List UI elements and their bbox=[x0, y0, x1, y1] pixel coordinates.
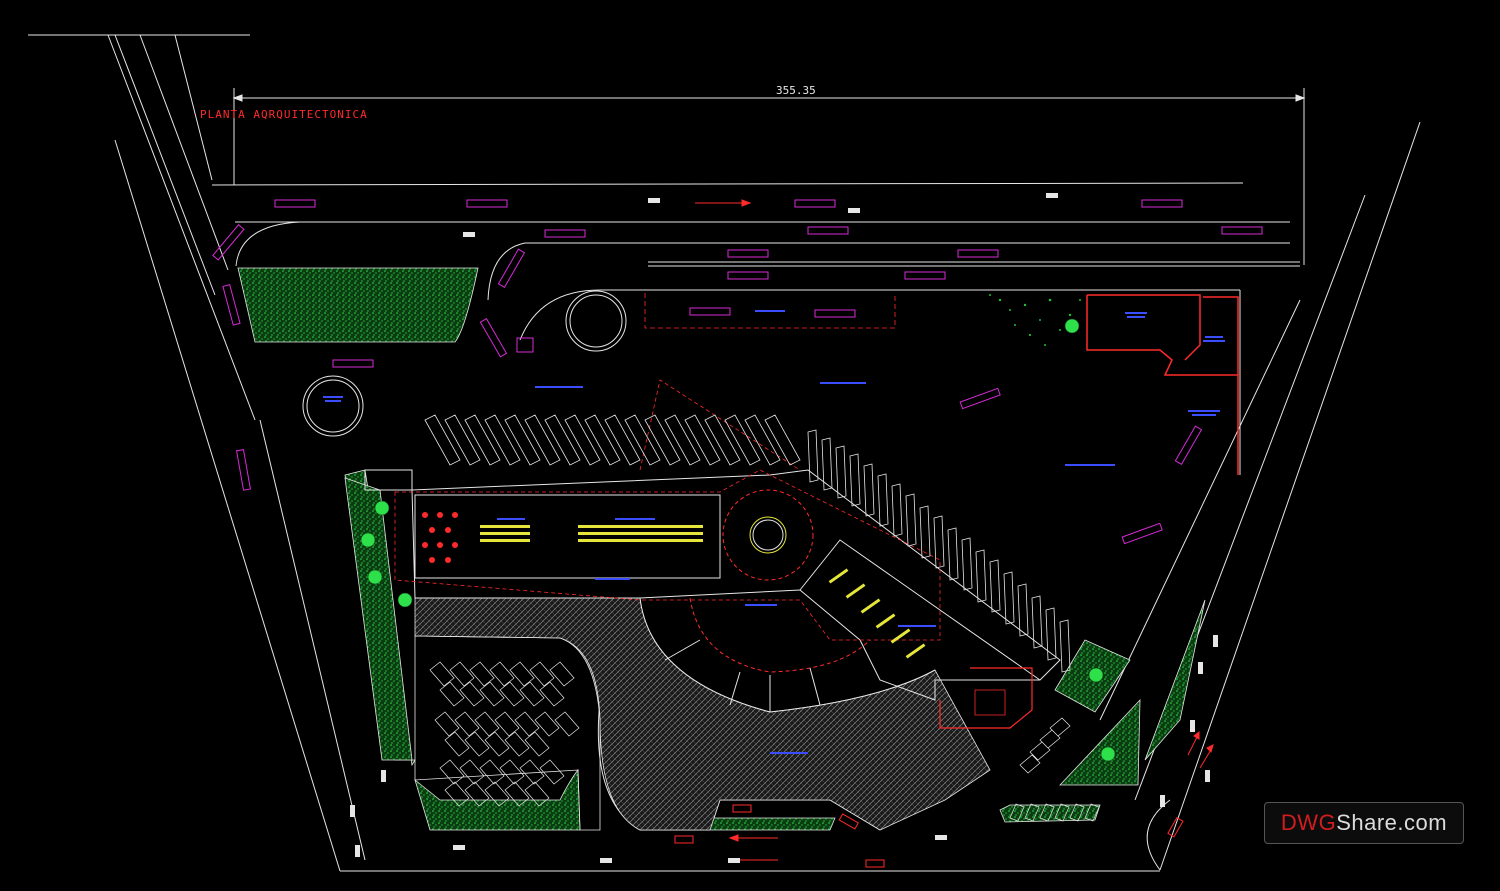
car-icon bbox=[355, 845, 360, 857]
bus-icon bbox=[957, 249, 999, 258]
dimension-line bbox=[232, 88, 1306, 265]
bus-icon bbox=[814, 309, 856, 318]
tree-icon bbox=[374, 500, 390, 516]
car-icon bbox=[935, 835, 947, 840]
car-icon bbox=[350, 805, 355, 817]
bus-icon bbox=[1221, 226, 1263, 235]
car-icon bbox=[1160, 795, 1165, 807]
bus-icon bbox=[235, 449, 251, 491]
car-icon bbox=[1046, 193, 1058, 198]
streets bbox=[28, 34, 1421, 872]
car-icon bbox=[865, 859, 885, 868]
watermark-brand: DWG bbox=[1280, 810, 1337, 835]
tree-icon bbox=[1064, 318, 1080, 334]
tree-cluster bbox=[989, 294, 1081, 346]
tree-icon bbox=[1088, 667, 1104, 683]
arrow-right-icon bbox=[1199, 744, 1214, 769]
main-building bbox=[364, 379, 1061, 713]
bus-icon bbox=[544, 229, 586, 238]
parking-stalls-right bbox=[1009, 717, 1100, 822]
waiting-seats bbox=[480, 525, 926, 659]
arrow-left-icon bbox=[728, 834, 778, 842]
trees bbox=[360, 318, 1116, 762]
car-icon bbox=[848, 208, 860, 213]
roundabouts bbox=[302, 290, 627, 437]
bus-icon bbox=[959, 387, 1001, 410]
bus-icon bbox=[1121, 522, 1163, 545]
bus-icon bbox=[794, 199, 836, 208]
car-icon bbox=[1190, 720, 1195, 732]
room-labels bbox=[323, 310, 1225, 754]
bus-icon bbox=[727, 249, 769, 258]
parking-lot bbox=[414, 635, 601, 831]
drawing-title: PLANTA AQRQUITECTONICA bbox=[200, 108, 368, 121]
car-icon bbox=[1167, 817, 1184, 838]
bus-icon bbox=[689, 307, 731, 316]
watermark-domain: Share.com bbox=[1336, 810, 1448, 835]
traffic-arrows bbox=[695, 199, 1214, 861]
tree-icon bbox=[360, 532, 376, 548]
car-icon bbox=[1205, 770, 1210, 782]
car-icon bbox=[732, 804, 752, 813]
bus-icon bbox=[1174, 425, 1203, 466]
bus-icon bbox=[332, 359, 374, 368]
car-icon bbox=[453, 845, 465, 850]
car-icon bbox=[674, 835, 694, 844]
bus-icon bbox=[479, 317, 508, 358]
car-icon bbox=[381, 770, 386, 782]
car-icon bbox=[463, 232, 475, 237]
dimension-label: 355.35 bbox=[776, 84, 816, 97]
white-cars bbox=[350, 193, 1218, 863]
green-areas bbox=[237, 267, 1206, 831]
car-icon bbox=[838, 813, 859, 830]
restaurant-tables bbox=[422, 512, 458, 563]
annex-building bbox=[939, 294, 1239, 729]
tree-icon bbox=[367, 569, 383, 585]
tree-icon bbox=[397, 592, 413, 608]
bus-bays bbox=[424, 414, 1071, 673]
arrow-right-icon bbox=[695, 199, 752, 207]
bus-icon bbox=[807, 226, 849, 235]
car-icon bbox=[600, 858, 612, 863]
bus-icon bbox=[1141, 199, 1183, 208]
car-icon bbox=[1213, 635, 1218, 647]
arrow-left-icon bbox=[1187, 730, 1200, 756]
bus-icon bbox=[212, 224, 245, 261]
car-icon bbox=[648, 198, 660, 203]
car-icon bbox=[728, 858, 740, 863]
car-icon bbox=[1198, 662, 1203, 674]
vehicles bbox=[212, 199, 1263, 545]
car-icon bbox=[429, 661, 580, 807]
bus-icon bbox=[727, 271, 769, 280]
tree-icon bbox=[1100, 746, 1116, 762]
red-vehicles bbox=[674, 804, 1184, 868]
bus-icon bbox=[222, 284, 241, 326]
bus-icon bbox=[497, 248, 526, 289]
bus-icon bbox=[466, 199, 508, 208]
parking-zone bbox=[644, 293, 896, 329]
bus-icon bbox=[274, 199, 316, 208]
bus-icon bbox=[904, 271, 946, 280]
